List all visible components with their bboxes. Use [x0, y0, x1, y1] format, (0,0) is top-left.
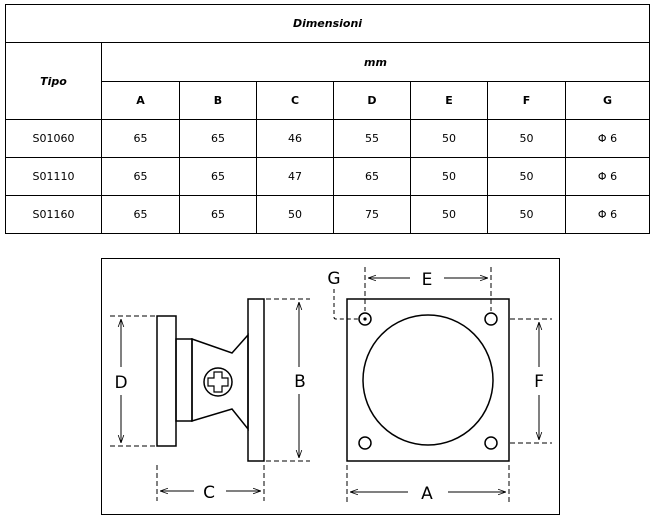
dimension-f: [510, 318, 552, 444]
table-cell: 50: [487, 119, 566, 158]
left-plate: [156, 315, 177, 447]
hole-bottom-right: [484, 436, 498, 450]
table-title: Dimensioni: [4, 4, 651, 43]
label-g: G: [327, 269, 340, 289]
table-cell: 50: [487, 195, 566, 234]
table-cell: 55: [333, 119, 411, 158]
table-cell: 65: [333, 157, 411, 196]
hole-top-right: [484, 312, 498, 326]
dimension-c: [156, 465, 265, 501]
row-tipo: S01160: [5, 195, 102, 234]
technical-drawing: D B C G: [101, 258, 560, 515]
column-header-b: B: [179, 81, 257, 120]
hole-top-left: [358, 312, 372, 326]
screw-head: [203, 367, 233, 397]
column-header-d: D: [333, 81, 411, 120]
table-row: S01160 65 65 50 75 50 50 Φ 6: [5, 195, 651, 234]
hole-bottom-left: [358, 436, 372, 450]
table-row: S01110 65 65 47 65 50 50 Φ 6: [5, 157, 651, 196]
column-header-a: A: [101, 81, 180, 120]
dimension-b: [266, 298, 310, 462]
table-cell: 47: [256, 157, 334, 196]
table-cell: 65: [101, 119, 180, 158]
drawing-svg: D B C G: [110, 267, 552, 504]
column-header-c: C: [256, 81, 334, 120]
label-f: F: [534, 372, 544, 392]
table-cell: 46: [256, 119, 334, 158]
dimension-a: [346, 465, 510, 503]
label-e: E: [422, 270, 433, 290]
table-cell: 65: [101, 157, 180, 196]
unit-header: mm: [100, 42, 651, 82]
right-plate: [247, 298, 265, 462]
screw-cross-icon: [207, 371, 229, 393]
column-header-f: F: [487, 81, 566, 120]
table-cell: Φ 6: [564, 195, 651, 234]
row-tipo: S01110: [5, 157, 102, 196]
table-cell: Φ 6: [564, 157, 651, 196]
rubber-body: [191, 333, 249, 432]
table-cell: 75: [333, 195, 411, 234]
table-cell: 50: [410, 119, 488, 158]
tipo-header: Tipo: [5, 42, 102, 120]
label-a: A: [421, 484, 433, 504]
front-view: [346, 298, 510, 462]
dimension-d: [110, 315, 156, 447]
table-cell: Φ 6: [564, 119, 651, 158]
table-cell: 50: [410, 195, 488, 234]
body-block: [175, 338, 193, 422]
table-cell: 65: [179, 157, 257, 196]
side-view: [156, 298, 265, 462]
table-cell: 50: [256, 195, 334, 234]
table-cell: 65: [179, 195, 257, 234]
table-row: S01060 65 65 46 55 50 50 Φ 6: [5, 119, 651, 158]
table-cell: 50: [487, 157, 566, 196]
row-tipo: S01060: [5, 119, 102, 158]
table-cell: 65: [179, 119, 257, 158]
column-header-g: G: [564, 81, 651, 120]
label-d: D: [114, 373, 127, 393]
center-circle: [362, 314, 494, 446]
square-plate: [346, 298, 510, 462]
dimension-g: [333, 289, 359, 320]
label-b: B: [294, 372, 306, 392]
column-header-e: E: [410, 81, 488, 120]
table-cell: 50: [410, 157, 488, 196]
dimension-e: [364, 267, 492, 311]
label-c: C: [203, 483, 215, 503]
table-cell: 65: [101, 195, 180, 234]
dimensions-table: Dimensioni Tipo mm A B C D E F G S01060 …: [4, 4, 651, 234]
